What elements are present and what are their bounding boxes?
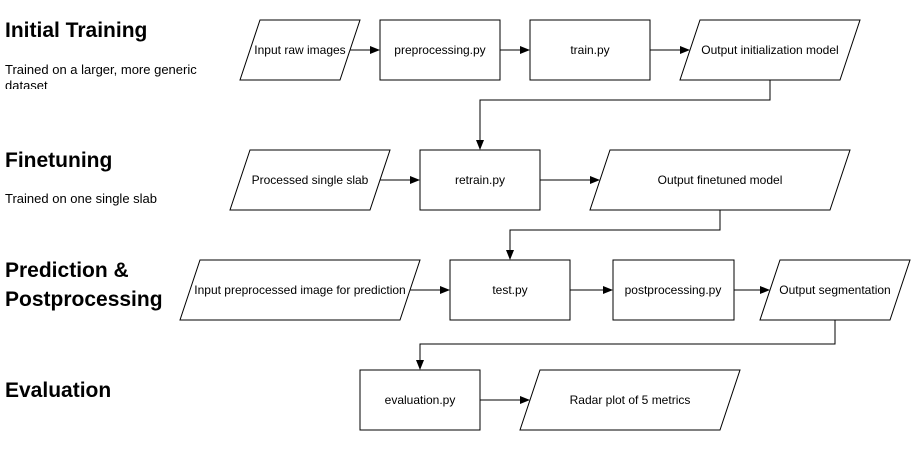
stage-title-finetuning: Finetuning <box>5 149 113 172</box>
node-test: test.py <box>449 259 571 321</box>
node-retrain-label: retrain.py <box>455 173 505 187</box>
edge-output-finetuned-to-test <box>506 210 721 260</box>
edge-output-init-to-retrain <box>476 80 771 150</box>
node-evaluation-label: evaluation.py <box>385 393 456 407</box>
node-train: train.py <box>529 19 651 81</box>
node-preprocessing: preprocessing.py <box>379 19 501 81</box>
node-radar-plot-label: Radar plot of 5 metrics <box>570 393 691 407</box>
stage-title-evaluation: Evaluation <box>5 379 112 402</box>
node-input-raw-images-label: Input raw images <box>254 43 345 57</box>
node-processed-single-slab-label: Processed single slab <box>252 173 369 187</box>
node-postprocessing-label: postprocessing.py <box>625 283 722 297</box>
node-output-segmentation: Output segmentation <box>759 259 911 321</box>
node-retrain: retrain.py <box>419 149 541 211</box>
node-radar-plot: Radar plot of 5 metrics <box>519 369 741 431</box>
node-train-label: train.py <box>570 43 609 57</box>
stage-description-initial-training: Trained on a larger, more generic datase… <box>5 62 197 89</box>
node-evaluation: evaluation.py <box>359 369 481 431</box>
node-postprocessing: postprocessing.py <box>612 259 735 321</box>
node-processed-single-slab: Processed single slab <box>229 149 391 211</box>
node-preprocessing-label: preprocessing.py <box>394 43 485 57</box>
node-input-preprocessed-image: Input preprocessed image for prediction <box>179 259 421 321</box>
node-test-label: test.py <box>492 283 527 297</box>
stage-title-prediction-postprocessing: Prediction & Postprocessing <box>5 259 163 311</box>
edges <box>350 46 836 404</box>
stage-description-finetuning: Trained on one single slab <box>5 191 158 206</box>
node-output-segmentation-label: Output segmentation <box>779 283 890 297</box>
node-input-raw-images: Input raw images <box>239 19 361 81</box>
stage-title-initial-training: Initial Training <box>5 19 148 42</box>
node-output-finetuned-model-label: Output finetuned model <box>658 173 783 187</box>
node-input-preprocessed-image-label: Input preprocessed image for prediction <box>194 283 405 297</box>
node-output-finetuned-model: Output finetuned model <box>589 149 851 211</box>
edge-output-seg-to-evaluation <box>416 320 836 370</box>
node-output-initialization-model-label: Output initialization model <box>701 43 838 57</box>
node-output-initialization-model: Output initialization model <box>679 19 861 81</box>
